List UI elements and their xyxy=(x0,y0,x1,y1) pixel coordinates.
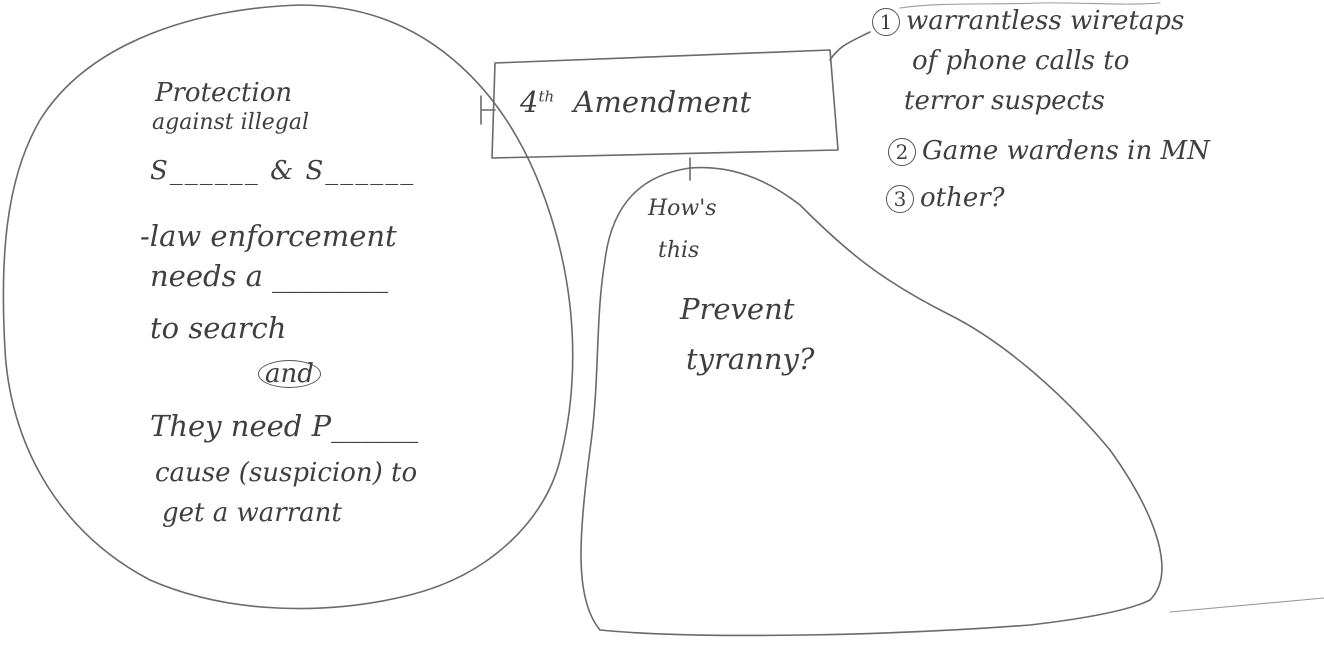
center-label: 4th Amendment xyxy=(520,88,751,117)
center-word: Amendment xyxy=(573,85,752,119)
center-box-outline xyxy=(491,49,839,159)
left-line-10: get a warrant xyxy=(162,498,342,528)
example-2-number: 2 xyxy=(888,138,916,166)
center-ordinal-number: 4 xyxy=(520,85,539,119)
left-line-6: to search xyxy=(150,311,287,345)
left-line-1: Protection xyxy=(155,78,293,108)
bottom-line-2: this xyxy=(658,238,700,263)
left-line-5: needs a ________ xyxy=(150,259,389,293)
scribble-top-right xyxy=(899,2,1161,9)
left-line-8: They need P______ xyxy=(150,409,419,443)
bottom-line-4: tyranny? xyxy=(686,342,815,376)
example-3-number: 3 xyxy=(886,185,914,213)
circled-word: and xyxy=(258,360,321,388)
left-blanks-line: S______ & S______ xyxy=(150,156,416,186)
bottom-bubble-outline xyxy=(580,166,1163,637)
example-2-line-1: Game wardens in MN xyxy=(922,136,1210,166)
example-1-line-2: of phone calls to xyxy=(912,46,1130,76)
connector-left xyxy=(480,95,496,125)
example-1-line-1: warrantless wiretaps xyxy=(906,6,1185,36)
left-circled-and: and xyxy=(258,360,321,388)
example-1-number: 1 xyxy=(872,8,900,36)
bottom-line-3: Prevent xyxy=(680,292,795,326)
example-1-line-3: terror suspects xyxy=(904,86,1105,116)
center-ordinal-suffix: th xyxy=(538,87,555,106)
left-line-2: against illegal xyxy=(152,110,310,135)
scan-line-bottom-right xyxy=(1169,597,1324,613)
left-line-9: cause (suspicion) to xyxy=(155,458,418,488)
bottom-line-1: How's xyxy=(648,196,717,221)
left-bubble-outline xyxy=(2,4,574,610)
example-3-line-1: other? xyxy=(920,183,1005,213)
connector-right xyxy=(829,31,871,61)
left-line-4: -law enforcement xyxy=(140,219,397,253)
